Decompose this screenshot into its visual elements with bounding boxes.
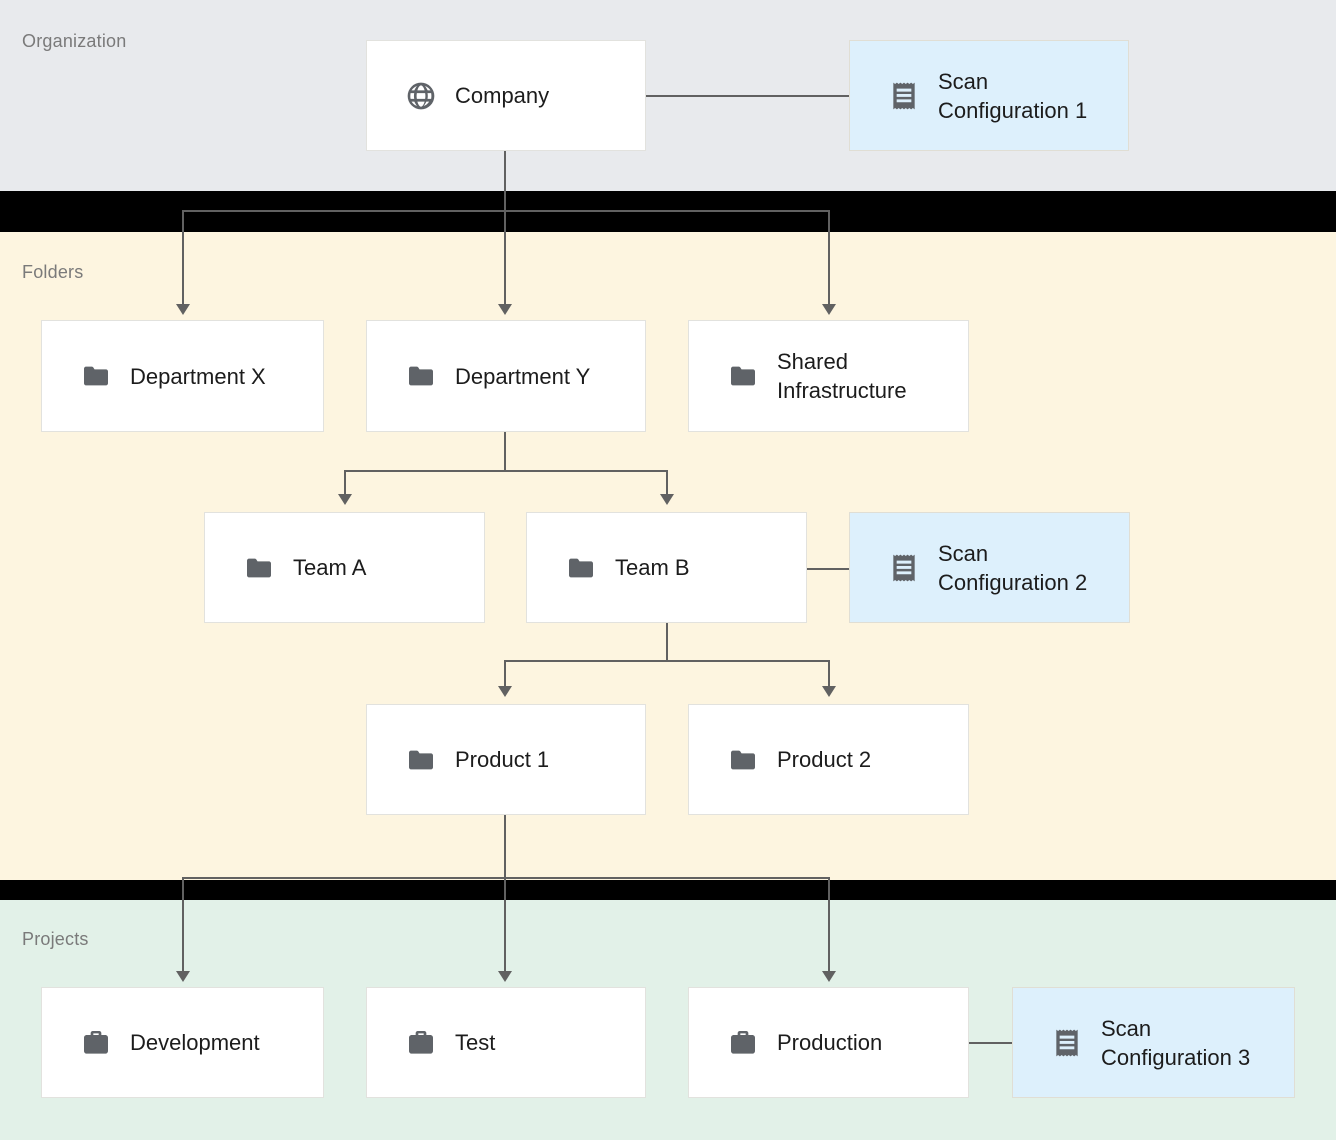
- arrowhead-teamb: [660, 494, 674, 505]
- arrowhead-departmenty: [498, 304, 512, 315]
- node-label: Scan Configuration 3: [1101, 1015, 1251, 1070]
- node-product-2[interactable]: Product 2: [688, 704, 969, 815]
- edge-product1-trunk: [504, 814, 506, 879]
- node-production[interactable]: Production: [688, 987, 969, 1098]
- edge-departmenty-trunk: [504, 432, 506, 472]
- node-label: Product 1: [455, 747, 550, 772]
- edge-to-test: [504, 877, 506, 973]
- node-test[interactable]: Test: [366, 987, 646, 1098]
- folder-icon: [569, 558, 593, 577]
- briefcase-icon: [731, 1030, 755, 1054]
- receipt-icon: [893, 82, 915, 109]
- arrowhead-development: [176, 971, 190, 982]
- node-department-y[interactable]: Department Y: [366, 320, 646, 432]
- node-label: Scan Configuration 2: [938, 540, 1088, 595]
- folder-icon: [731, 750, 755, 769]
- edge-to-departmentx: [182, 210, 184, 306]
- node-scan-configuration-2[interactable]: Scan Configuration 2: [849, 512, 1130, 623]
- arrowhead-product1: [498, 686, 512, 697]
- node-scan-configuration-1[interactable]: Scan Configuration 1: [849, 40, 1129, 151]
- edge-to-sharedinfra: [828, 210, 830, 306]
- node-label: Shared Infrastructure: [777, 349, 907, 403]
- section-label-organization: Organization: [22, 31, 127, 51]
- node-label: Product 2: [777, 747, 872, 772]
- node-label: Department X: [130, 363, 266, 389]
- receipt-icon: [1056, 1029, 1078, 1056]
- briefcase-icon: [84, 1030, 108, 1054]
- node-label: Team A: [293, 555, 367, 580]
- folder-icon: [84, 366, 108, 386]
- edge-teamb-scanconfig2: [806, 568, 850, 570]
- edge-to-teamb: [666, 470, 668, 496]
- section-label-projects: Projects: [22, 929, 89, 949]
- edge-company-scanconfig1: [645, 95, 850, 97]
- edge-teamb-branchbar: [504, 660, 828, 662]
- node-label: Company: [455, 83, 550, 108]
- briefcase-icon: [409, 1030, 433, 1054]
- arrowhead-sharedinfra: [822, 304, 836, 315]
- node-label: Team B: [615, 555, 690, 580]
- edge-to-product2: [828, 660, 830, 688]
- node-department-x[interactable]: Department X: [41, 320, 324, 432]
- edge-teamb-trunk: [666, 622, 668, 662]
- section-label-folders: Folders: [22, 262, 84, 282]
- folder-icon: [731, 366, 755, 386]
- edge-departmenty-branchbar: [344, 470, 668, 472]
- node-team-a[interactable]: Team A: [204, 512, 485, 623]
- node-team-b[interactable]: Team B: [526, 512, 807, 623]
- node-company[interactable]: Company: [366, 40, 646, 151]
- node-label: Production: [777, 1030, 883, 1055]
- arrowhead-departmentx: [176, 304, 190, 315]
- node-label: Test: [455, 1030, 496, 1055]
- globe-icon: [407, 82, 435, 109]
- arrowhead-teama: [338, 494, 352, 505]
- edge-to-departmenty: [504, 210, 506, 306]
- folder-icon: [409, 366, 433, 386]
- node-label: Department Y: [455, 363, 591, 389]
- node-label: Development: [130, 1030, 260, 1055]
- node-scan-configuration-3[interactable]: Scan Configuration 3: [1012, 987, 1295, 1098]
- receipt-icon: [893, 554, 915, 581]
- folder-icon: [247, 558, 271, 577]
- node-development[interactable]: Development: [41, 987, 324, 1098]
- edge-product1-branchbar: [182, 877, 830, 879]
- edge-to-development: [182, 877, 184, 973]
- node-label: Scan Configuration 1: [938, 68, 1088, 123]
- edge-to-teama: [344, 470, 346, 496]
- edge-company-branchbar: [182, 210, 830, 212]
- arrowhead-production: [822, 971, 836, 982]
- folder-icon: [409, 750, 433, 769]
- arrowhead-test: [498, 971, 512, 982]
- node-product-1[interactable]: Product 1: [366, 704, 646, 815]
- edge-to-product1: [504, 660, 506, 688]
- edge-to-production: [828, 877, 830, 973]
- arrowhead-product2: [822, 686, 836, 697]
- edge-production-scanconfig3: [968, 1042, 1014, 1044]
- edge-company-trunk: [504, 150, 506, 212]
- node-shared-infrastructure[interactable]: Shared Infrastructure: [688, 320, 969, 432]
